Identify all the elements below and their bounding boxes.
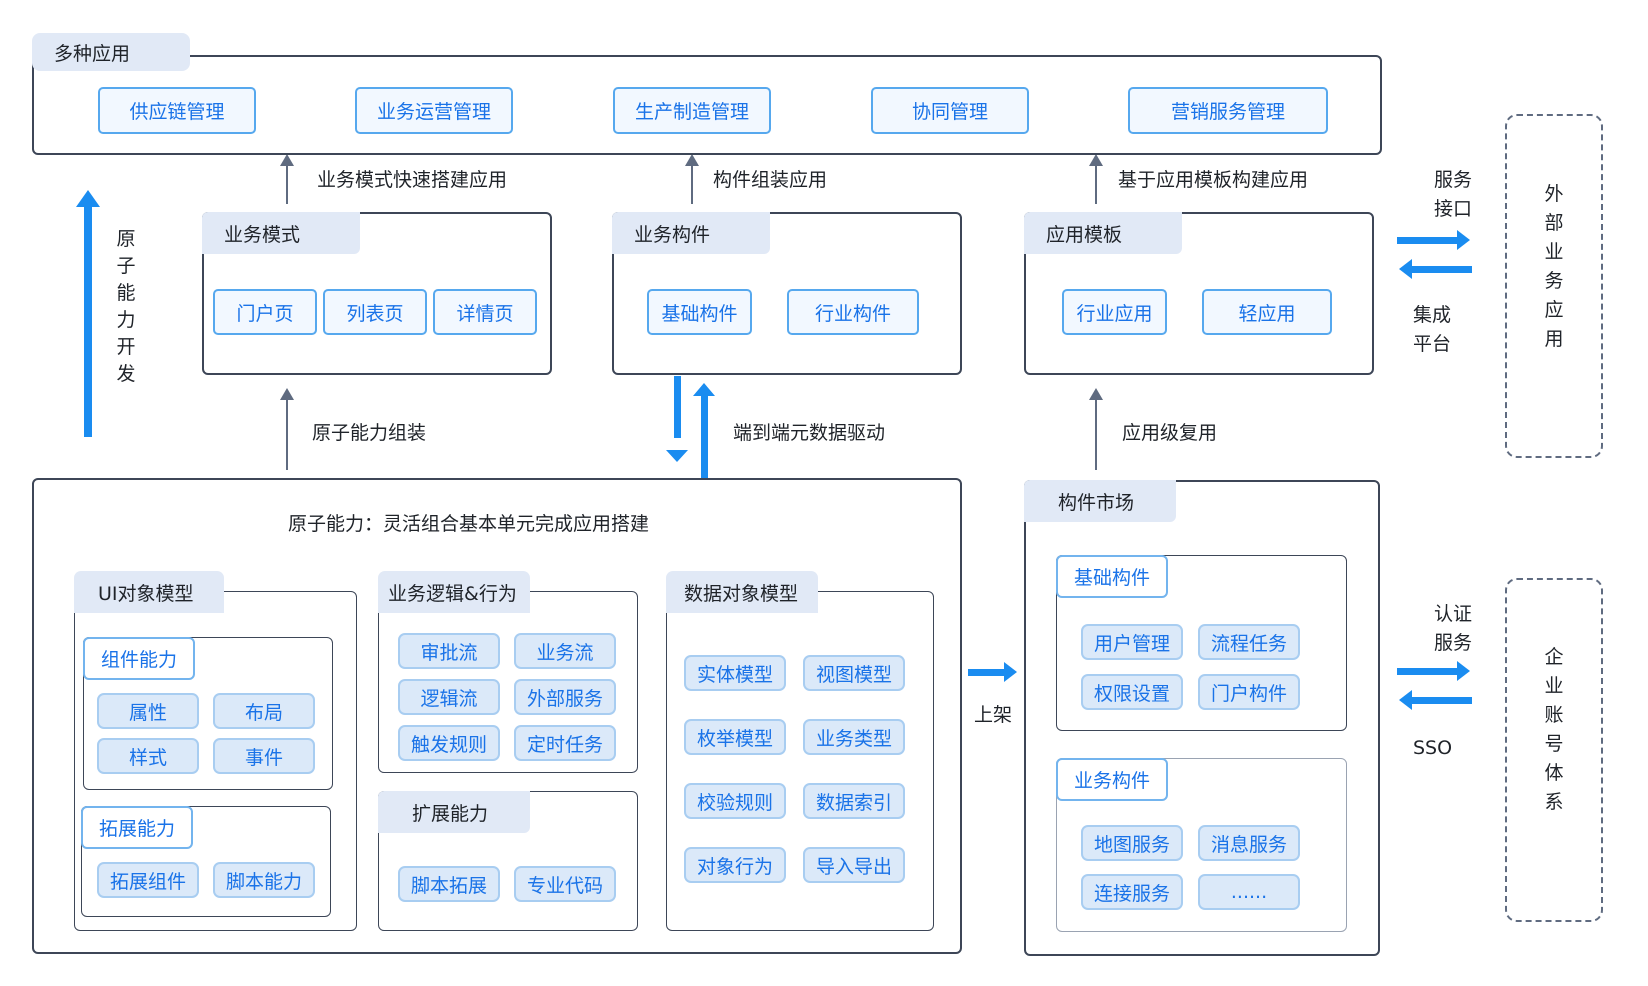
logic-logic-flow[interactable]: 逻辑流 — [398, 679, 500, 715]
label-app-reuse: 应用级复用 — [1122, 422, 1218, 444]
arrow-listing — [968, 662, 1017, 682]
extension-ability-title: 拓展能力 — [81, 806, 193, 849]
extension-ability-script[interactable]: 脚本能力 — [213, 862, 315, 898]
extend-pro-code[interactable]: 专业代码 — [514, 866, 616, 902]
business-mode-portal[interactable]: 门户页 — [213, 289, 317, 335]
market-connect-service[interactable]: 连接服务 — [1081, 874, 1183, 910]
logic-title: 业务逻辑&行为 — [378, 571, 530, 613]
arrow-service-interface — [1397, 230, 1472, 279]
external-apps-label: 外部业务应用 — [1544, 183, 1564, 350]
data-view-model[interactable]: 视图模型 — [803, 655, 905, 691]
arrow-end-to-end — [666, 376, 715, 478]
market-title: 构件市场 — [1024, 480, 1176, 522]
data-business-type[interactable]: 业务类型 — [803, 719, 905, 755]
label-sso: SSO — [1413, 737, 1453, 759]
business-mode-list[interactable]: 列表页 — [323, 289, 427, 335]
data-object-behavior[interactable]: 对象行为 — [684, 847, 786, 883]
data-enum-model[interactable]: 枚举模型 — [684, 719, 786, 755]
arrow-app-reuse — [1089, 388, 1103, 470]
app-template-light[interactable]: 轻应用 — [1202, 289, 1332, 335]
data-model-title: 数据对象模型 — [666, 571, 818, 613]
market-permission[interactable]: 权限设置 — [1081, 674, 1183, 710]
external-apps-box — [1505, 114, 1603, 458]
logic-business-flow[interactable]: 业务流 — [514, 633, 616, 669]
extend-title: 扩展能力 — [378, 791, 530, 833]
atomic-title: 原子能力：灵活组合基本单元完成应用搭建 — [288, 513, 650, 535]
extension-ability-component[interactable]: 拓展组件 — [97, 862, 199, 898]
label-listing: 上架 — [974, 704, 1013, 726]
data-import-export[interactable]: 导入导出 — [803, 847, 905, 883]
market-more[interactable]: ...... — [1198, 874, 1300, 910]
arrow-apps-3 — [1089, 154, 1103, 204]
market-basic-title: 基础构件 — [1056, 555, 1168, 598]
enterprise-account-label: 企业账号体系 — [1544, 646, 1564, 813]
label-to-apps-1: 业务模式快速搭建应用 — [317, 169, 508, 191]
business-mode-title: 业务模式 — [202, 212, 360, 254]
component-ability-event[interactable]: 事件 — [213, 738, 315, 774]
logic-external-service[interactable]: 外部服务 — [514, 679, 616, 715]
component-ability-title: 组件能力 — [83, 637, 195, 680]
data-validation-rule[interactable]: 校验规则 — [684, 783, 786, 819]
arrow-atomic-dev — [76, 190, 100, 437]
market-user-management[interactable]: 用户管理 — [1081, 624, 1183, 660]
business-component-industry[interactable]: 行业构件 — [787, 289, 919, 335]
data-index[interactable]: 数据索引 — [803, 783, 905, 819]
app-item-operations[interactable]: 业务运营管理 — [355, 87, 513, 134]
app-item-marketing[interactable]: 营销服务管理 — [1128, 87, 1328, 134]
arrow-atomic-assemble — [280, 388, 294, 470]
ui-model-title: UI对象模型 — [74, 571, 224, 613]
component-ability-attr[interactable]: 属性 — [97, 693, 199, 729]
logic-scheduled-task[interactable]: 定时任务 — [514, 725, 616, 761]
app-item-manufacturing[interactable]: 生产制造管理 — [613, 87, 771, 134]
business-component-title: 业务构件 — [612, 212, 770, 254]
business-component-basic[interactable]: 基础构件 — [647, 289, 752, 335]
label-auth-service: 认证服务 — [1434, 603, 1473, 654]
label-to-apps-3: 基于应用模板构建应用 — [1118, 169, 1309, 191]
arrow-auth-service — [1397, 661, 1472, 710]
label-service-interface: 服务接口 — [1434, 169, 1473, 220]
arrow-apps-2 — [685, 154, 699, 204]
app-item-collaboration[interactable]: 协同管理 — [871, 87, 1029, 134]
business-mode-detail[interactable]: 详情页 — [433, 289, 537, 335]
label-atomic-assemble: 原子能力组装 — [312, 422, 427, 444]
app-template-industry[interactable]: 行业应用 — [1062, 289, 1167, 335]
component-ability-style[interactable]: 样式 — [97, 738, 199, 774]
market-message-service[interactable]: 消息服务 — [1198, 825, 1300, 861]
label-end-to-end: 端到端元数据驱动 — [733, 422, 886, 444]
logic-approval-flow[interactable]: 审批流 — [398, 633, 500, 669]
component-ability-layout[interactable]: 布局 — [213, 693, 315, 729]
arrow-apps-1 — [280, 154, 294, 204]
label-atomic-dev: 原子能力开发 — [116, 228, 136, 385]
label-integration-platform: 集成平台 — [1413, 304, 1452, 355]
apps-title: 多种应用 — [32, 33, 190, 71]
market-business-title: 业务构件 — [1056, 758, 1168, 801]
app-item-supply-chain[interactable]: 供应链管理 — [98, 87, 256, 134]
enterprise-account-box — [1505, 578, 1603, 922]
logic-trigger-rule[interactable]: 触发规则 — [398, 725, 500, 761]
market-process-task[interactable]: 流程任务 — [1198, 624, 1300, 660]
data-entity-model[interactable]: 实体模型 — [684, 655, 786, 691]
extend-script[interactable]: 脚本拓展 — [398, 866, 500, 902]
label-to-apps-2: 构件组装应用 — [713, 169, 828, 191]
app-template-title: 应用模板 — [1024, 212, 1182, 254]
market-portal-component[interactable]: 门户构件 — [1198, 674, 1300, 710]
market-map-service[interactable]: 地图服务 — [1081, 825, 1183, 861]
